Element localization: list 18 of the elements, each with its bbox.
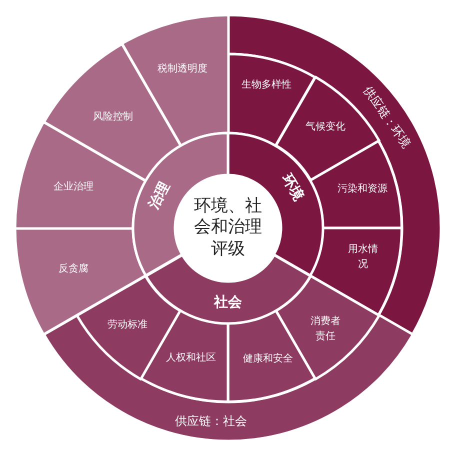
segment-label: 劳动标准 (106, 318, 148, 333)
segment-label: 企业治理 (52, 180, 94, 194)
sector-label: 环境 (277, 170, 307, 206)
segment-label: 反贪腐 (57, 262, 90, 277)
segment-label: 气候变化 (304, 120, 346, 135)
segment-label: 税制透明度 (156, 62, 209, 77)
segment-label: 风险控制 (92, 110, 134, 124)
band-label: 供应链：社会 (174, 413, 248, 430)
band-label: 供应链：环境 (360, 82, 414, 152)
segment-label: 污染和资源 (336, 182, 389, 197)
sector-label: 治理 (144, 178, 174, 214)
segment-label: 消费者责任 (309, 314, 342, 344)
segment-label: 人权和社区 (164, 351, 217, 366)
sector-label: 社会 (212, 294, 243, 312)
segment-label: 健康和安全 (242, 352, 294, 366)
segment-label: 生物多样性 (240, 78, 292, 93)
segment-label: 用水情况 (346, 242, 379, 272)
center-title: 环境、社会和治理评级 (193, 196, 263, 260)
